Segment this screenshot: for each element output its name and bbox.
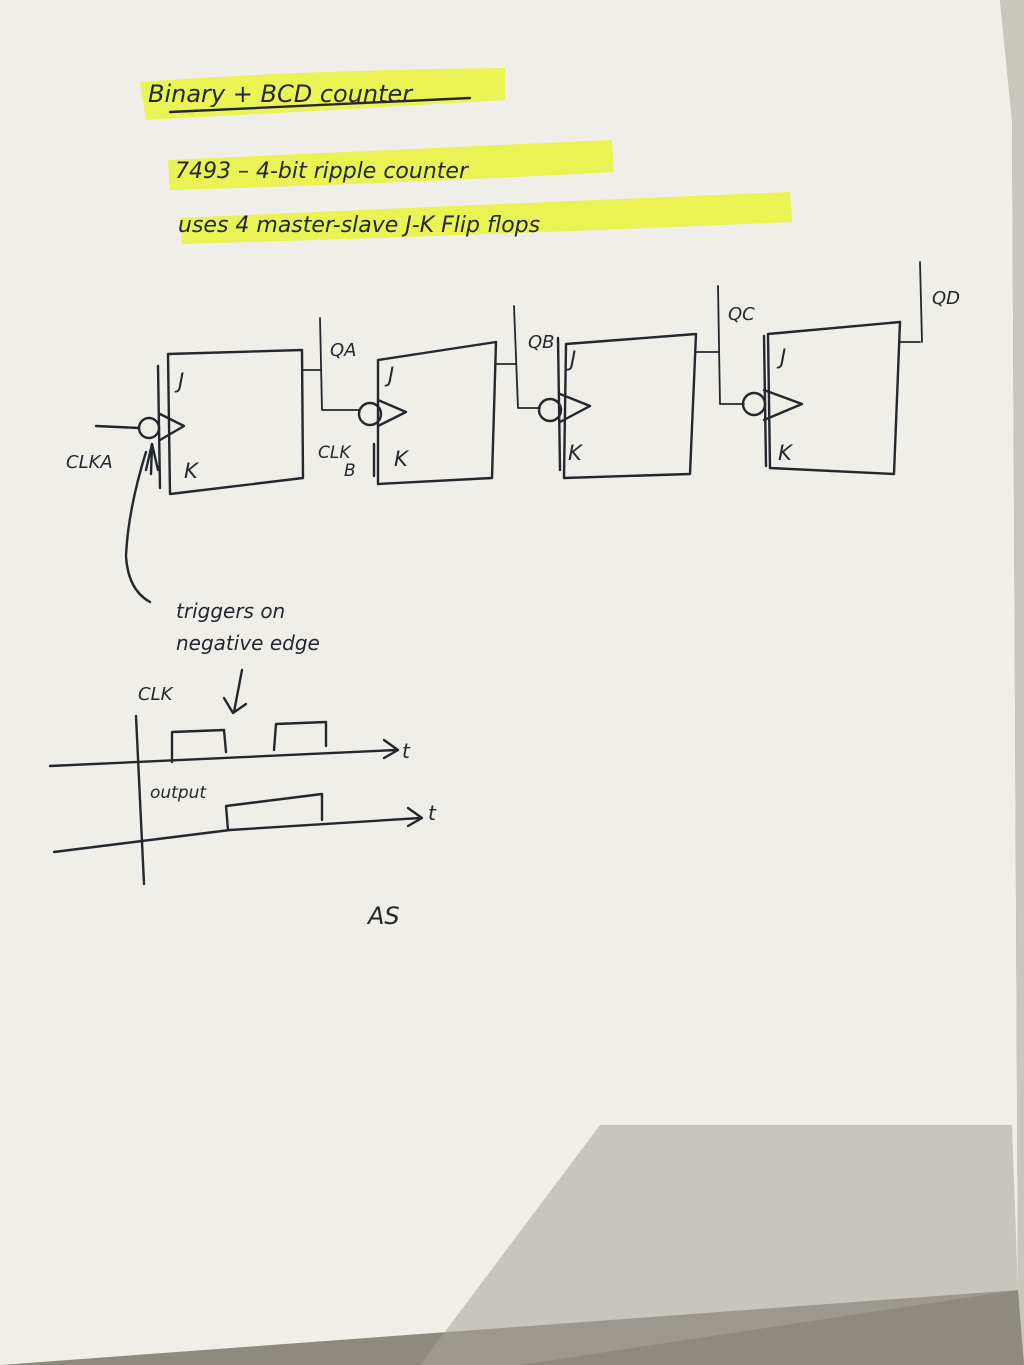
output-time-arrowhead xyxy=(406,806,424,828)
clk-time-label: t xyxy=(402,739,411,763)
ff-b-output-label: QB xyxy=(528,332,555,353)
heading-line2: uses 4 master-slave J-K Flip flops xyxy=(178,213,540,238)
ff-d-clk-triangle xyxy=(762,388,804,422)
ff-a-k: K xyxy=(184,459,200,483)
clk-b-label-top: CLK xyxy=(318,443,352,463)
output-time-label: t xyxy=(428,801,437,825)
ff-b-clk-bubble xyxy=(357,401,383,427)
annotation-edge-arrow xyxy=(222,668,248,715)
ff-d-output-wire xyxy=(899,261,923,343)
ff-d-k: K xyxy=(778,441,794,465)
ripple-counter-circuit: J K CLKA QA J K CLK B QB J xyxy=(66,261,960,496)
ff-c-j: J xyxy=(566,347,576,371)
annotation-pointer xyxy=(124,450,152,604)
heading-line1: 7493 – 4-bit ripple counter xyxy=(175,159,470,184)
output-time-axis xyxy=(52,816,422,854)
highlight-line2 xyxy=(180,192,792,244)
ff-d-output-label: QD xyxy=(932,288,960,309)
annotation-line2: negative edge xyxy=(176,631,320,655)
ff-c-body xyxy=(562,332,698,480)
timing-diagram: t CLK t output xyxy=(48,684,437,886)
clk-a-label: CLKA xyxy=(66,452,113,473)
ff-a-j: J xyxy=(174,369,184,393)
flip-flop-b: J K CLK B QB xyxy=(318,305,555,486)
highlight-line1 xyxy=(168,140,614,190)
ff-c-clk-bubble xyxy=(537,397,563,423)
annotation-line1: triggers on xyxy=(176,599,285,623)
highlights xyxy=(140,68,792,244)
ff-c-k: K xyxy=(568,441,584,465)
clk-waveform xyxy=(170,720,328,764)
heading-title: Binary + BCD counter xyxy=(148,80,414,108)
ff-d-j: J xyxy=(776,345,786,369)
ff-c-clk-triangle xyxy=(558,392,592,424)
clk-b-label-bottom: B xyxy=(344,461,356,481)
footer-initials: AS xyxy=(366,902,400,930)
clk-time-axis xyxy=(48,748,398,768)
output-waveform xyxy=(224,792,324,832)
flip-flop-c: J K QC xyxy=(537,285,755,480)
clk-signal-label: CLK xyxy=(138,684,174,705)
ff-c-output-wire xyxy=(695,285,745,405)
ff-a-output-label: QA xyxy=(330,340,356,361)
paper-edge-right xyxy=(1000,0,1024,1365)
ff-a-clk-triangle xyxy=(158,412,186,442)
ff-b-body xyxy=(376,340,498,486)
ff-b-clk-triangle xyxy=(376,398,408,428)
ff-d-body xyxy=(766,320,902,476)
title-underline xyxy=(168,96,472,114)
flip-flop-d: J K QD xyxy=(741,261,960,476)
flip-flop-a: J K CLKA QA xyxy=(66,317,361,496)
clk-time-arrowhead xyxy=(382,738,400,760)
highlight-title xyxy=(140,68,505,120)
ff-d-clk-bubble xyxy=(741,391,767,417)
ff-b-k: K xyxy=(394,447,410,471)
ff-b-j: J xyxy=(384,363,394,387)
timing-vertical-axis xyxy=(134,714,146,886)
clk-a-input-wire xyxy=(94,424,141,430)
paper-shadow xyxy=(420,1125,1018,1365)
ff-a-body xyxy=(166,348,305,496)
ff-a-output-wire xyxy=(302,317,361,411)
clk-a-edge-arrow xyxy=(144,442,160,476)
ff-c-output-label: QC xyxy=(728,304,755,325)
output-signal-label: output xyxy=(150,783,207,803)
ff-b-output-wire xyxy=(495,305,541,409)
